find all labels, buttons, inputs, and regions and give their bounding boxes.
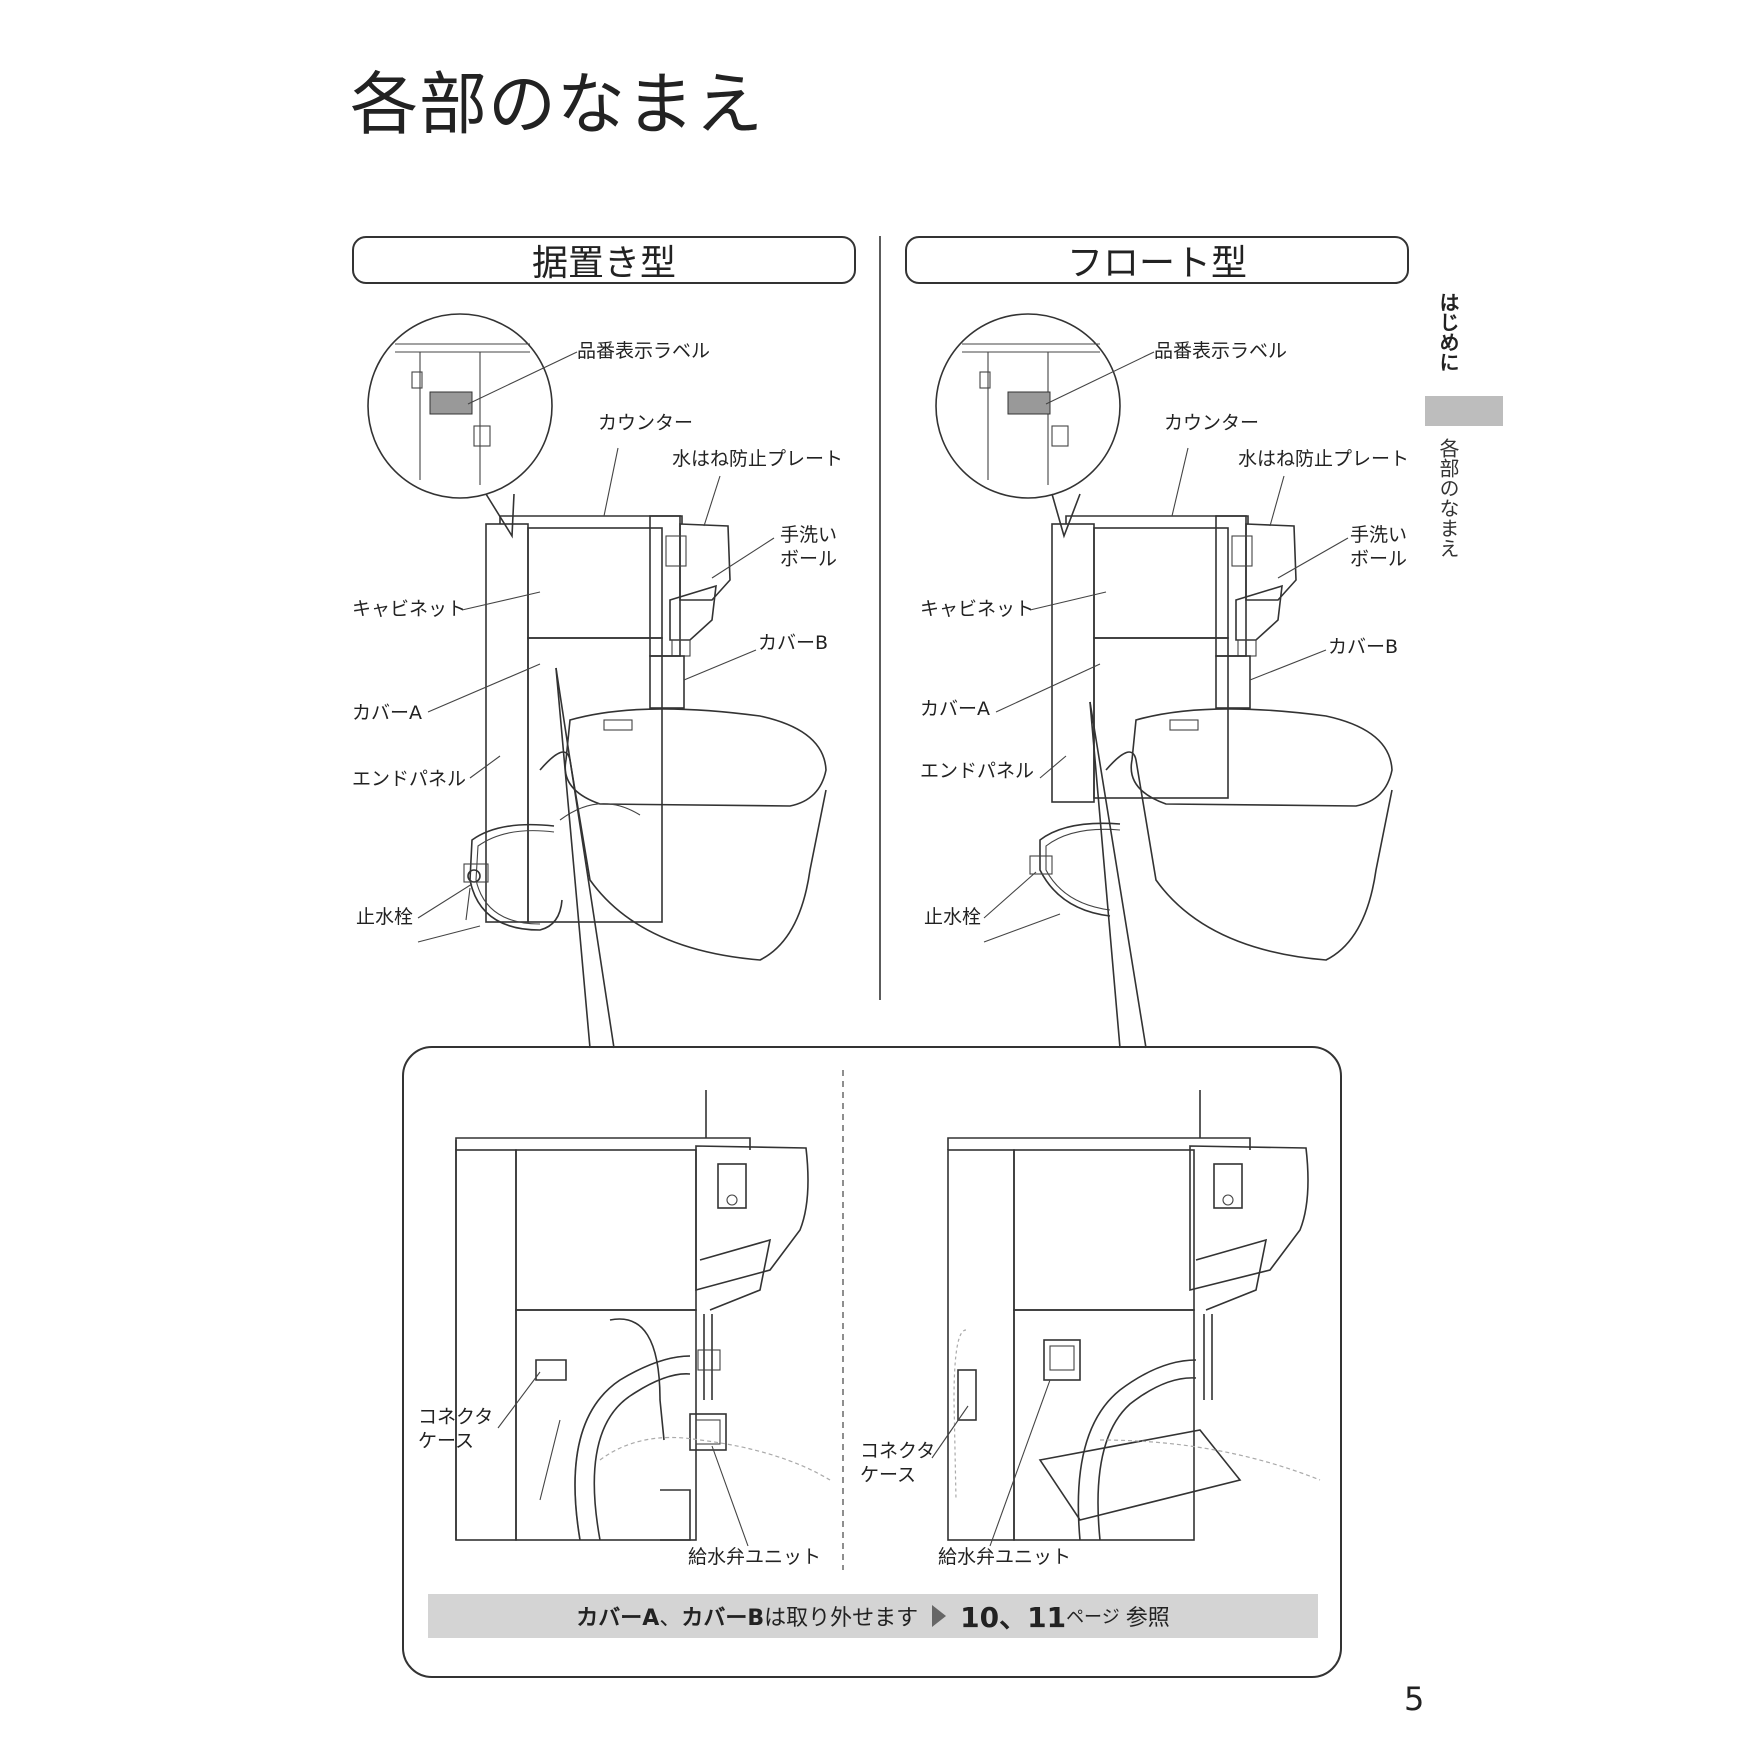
label-end-panel-float: エンドパネル xyxy=(920,760,1035,782)
reference-bar: カバーA 、 カバーB は取り外せます 10、11 ページ 参照 xyxy=(428,1594,1318,1638)
toilet-lid xyxy=(564,708,827,807)
label-model-number: 品番表示ラベル xyxy=(577,340,711,362)
label-cabinet: キャビネット xyxy=(352,598,467,620)
label-cabinet-float: キャビネット xyxy=(920,598,1035,620)
connector-case xyxy=(535,1359,567,1381)
toilet-body xyxy=(539,751,827,961)
section-title-standing: 据置き型 xyxy=(352,236,856,284)
side-tab-marker xyxy=(1425,396,1503,426)
label-cover-a-float: カバーA xyxy=(920,698,990,720)
standing-illustration xyxy=(367,313,827,1049)
label-stop-valve-float: 止水栓 xyxy=(924,906,982,928)
wash-bowl xyxy=(669,584,717,641)
ref-remove-text: は取り外せます xyxy=(764,1606,919,1631)
label-cover-a: カバーA xyxy=(352,702,422,724)
page-number: 5 xyxy=(1404,1680,1425,1718)
cover-a-float xyxy=(1093,637,1229,799)
cover-b xyxy=(649,655,685,709)
label-water-valve-unit: 給水弁ユニット xyxy=(688,1546,822,1568)
ref-cover-b: カバーB xyxy=(681,1606,765,1631)
detail-right-illustration xyxy=(931,1090,1321,1547)
end-panel-float xyxy=(1051,523,1095,803)
arrow-right-icon xyxy=(932,1605,947,1627)
ref-page-word: ページ xyxy=(1066,1607,1120,1628)
float-illustration xyxy=(935,313,1393,1049)
counter xyxy=(499,515,683,524)
label-counter-float: カウンター xyxy=(1164,412,1260,434)
zoom-circle-float xyxy=(935,313,1121,499)
water-valve-unit-float xyxy=(1043,1339,1081,1381)
splash-plate xyxy=(679,523,731,601)
section-title-float: フロート型 xyxy=(905,236,1409,284)
ref-cover-a: カバーA xyxy=(576,1606,660,1631)
label-end-panel: エンドパネル xyxy=(352,768,467,790)
stop-valve-float xyxy=(1029,855,1053,875)
model-label-plate-float xyxy=(1007,391,1051,415)
zoom-circle xyxy=(367,313,553,499)
detail-left-illustration xyxy=(455,1070,844,1570)
side-tab-part-names: 各部のなまえ xyxy=(1436,438,1460,558)
connector-case-float xyxy=(957,1369,977,1421)
model-label-plate xyxy=(429,391,473,415)
ref-separator: 、 xyxy=(659,1606,682,1631)
detail-panel xyxy=(402,1046,1342,1678)
page-title: 各部のなまえ xyxy=(350,66,765,145)
label-model-number-float: 品番表示ラベル xyxy=(1154,340,1288,362)
water-valve-unit xyxy=(689,1413,727,1451)
side-tab-intro: はじめに xyxy=(1436,292,1460,372)
end-panel xyxy=(485,523,529,923)
label-cover-b-float: カバーB xyxy=(1328,636,1399,658)
label-wash-bowl: 手洗い ボール xyxy=(780,524,838,570)
label-splash-plate-float: 水はね防止プレート xyxy=(1238,448,1410,470)
label-connector-case-float: コネクタ ケース xyxy=(860,1440,936,1486)
label-connector-case: コネクタ ケース xyxy=(418,1406,494,1452)
label-splash-plate: 水はね防止プレート xyxy=(672,448,844,470)
cabinet-float xyxy=(1093,527,1229,639)
stop-valve xyxy=(463,863,489,883)
ref-see: 参照 xyxy=(1125,1606,1170,1631)
label-water-valve-unit-float: 給水弁ユニット xyxy=(938,1546,1072,1568)
cover-a xyxy=(527,637,663,923)
label-counter: カウンター xyxy=(598,412,694,434)
cabinet xyxy=(527,527,663,639)
label-stop-valve: 止水栓 xyxy=(356,906,414,928)
ref-pages: 10、11 xyxy=(960,1601,1067,1634)
label-wash-bowl-float: 手洗い ボール xyxy=(1350,524,1408,570)
label-cover-b: カバーB xyxy=(758,632,829,654)
